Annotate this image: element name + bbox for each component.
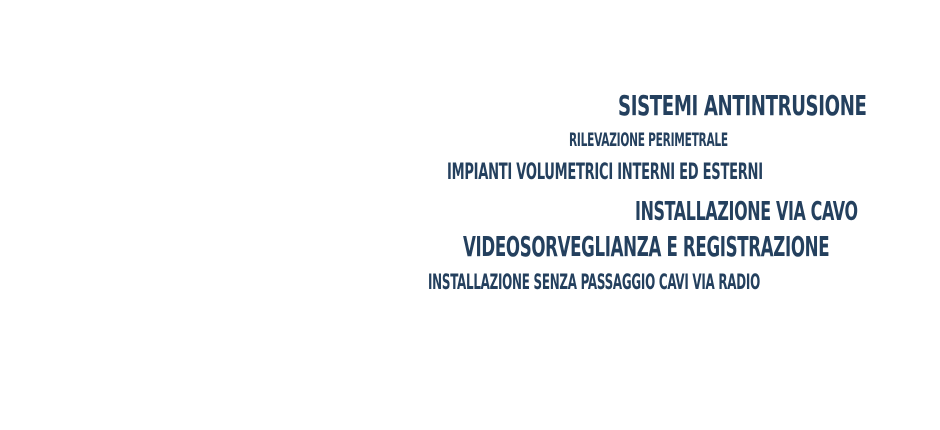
service-line-perimeter-detection: RILEVAZIONE PERIMETRALE — [569, 129, 728, 151]
service-line-video-surveillance: VIDEOSORVEGLIANZA E REGISTRAZIONE — [463, 230, 830, 263]
service-line-volumetric-systems: IMPIANTI VOLUMETRICI INTERNI ED ESTERNI — [447, 160, 763, 185]
service-line-cable-installation: INSTALLAZIONE VIA CAVO — [635, 197, 858, 227]
service-line-wireless-installation: INSTALLAZIONE SENZA PASSAGGIO CAVI VIA R… — [428, 270, 760, 294]
service-line-antintrusion: SISTEMI ANTINTRUSIONE — [618, 89, 867, 122]
